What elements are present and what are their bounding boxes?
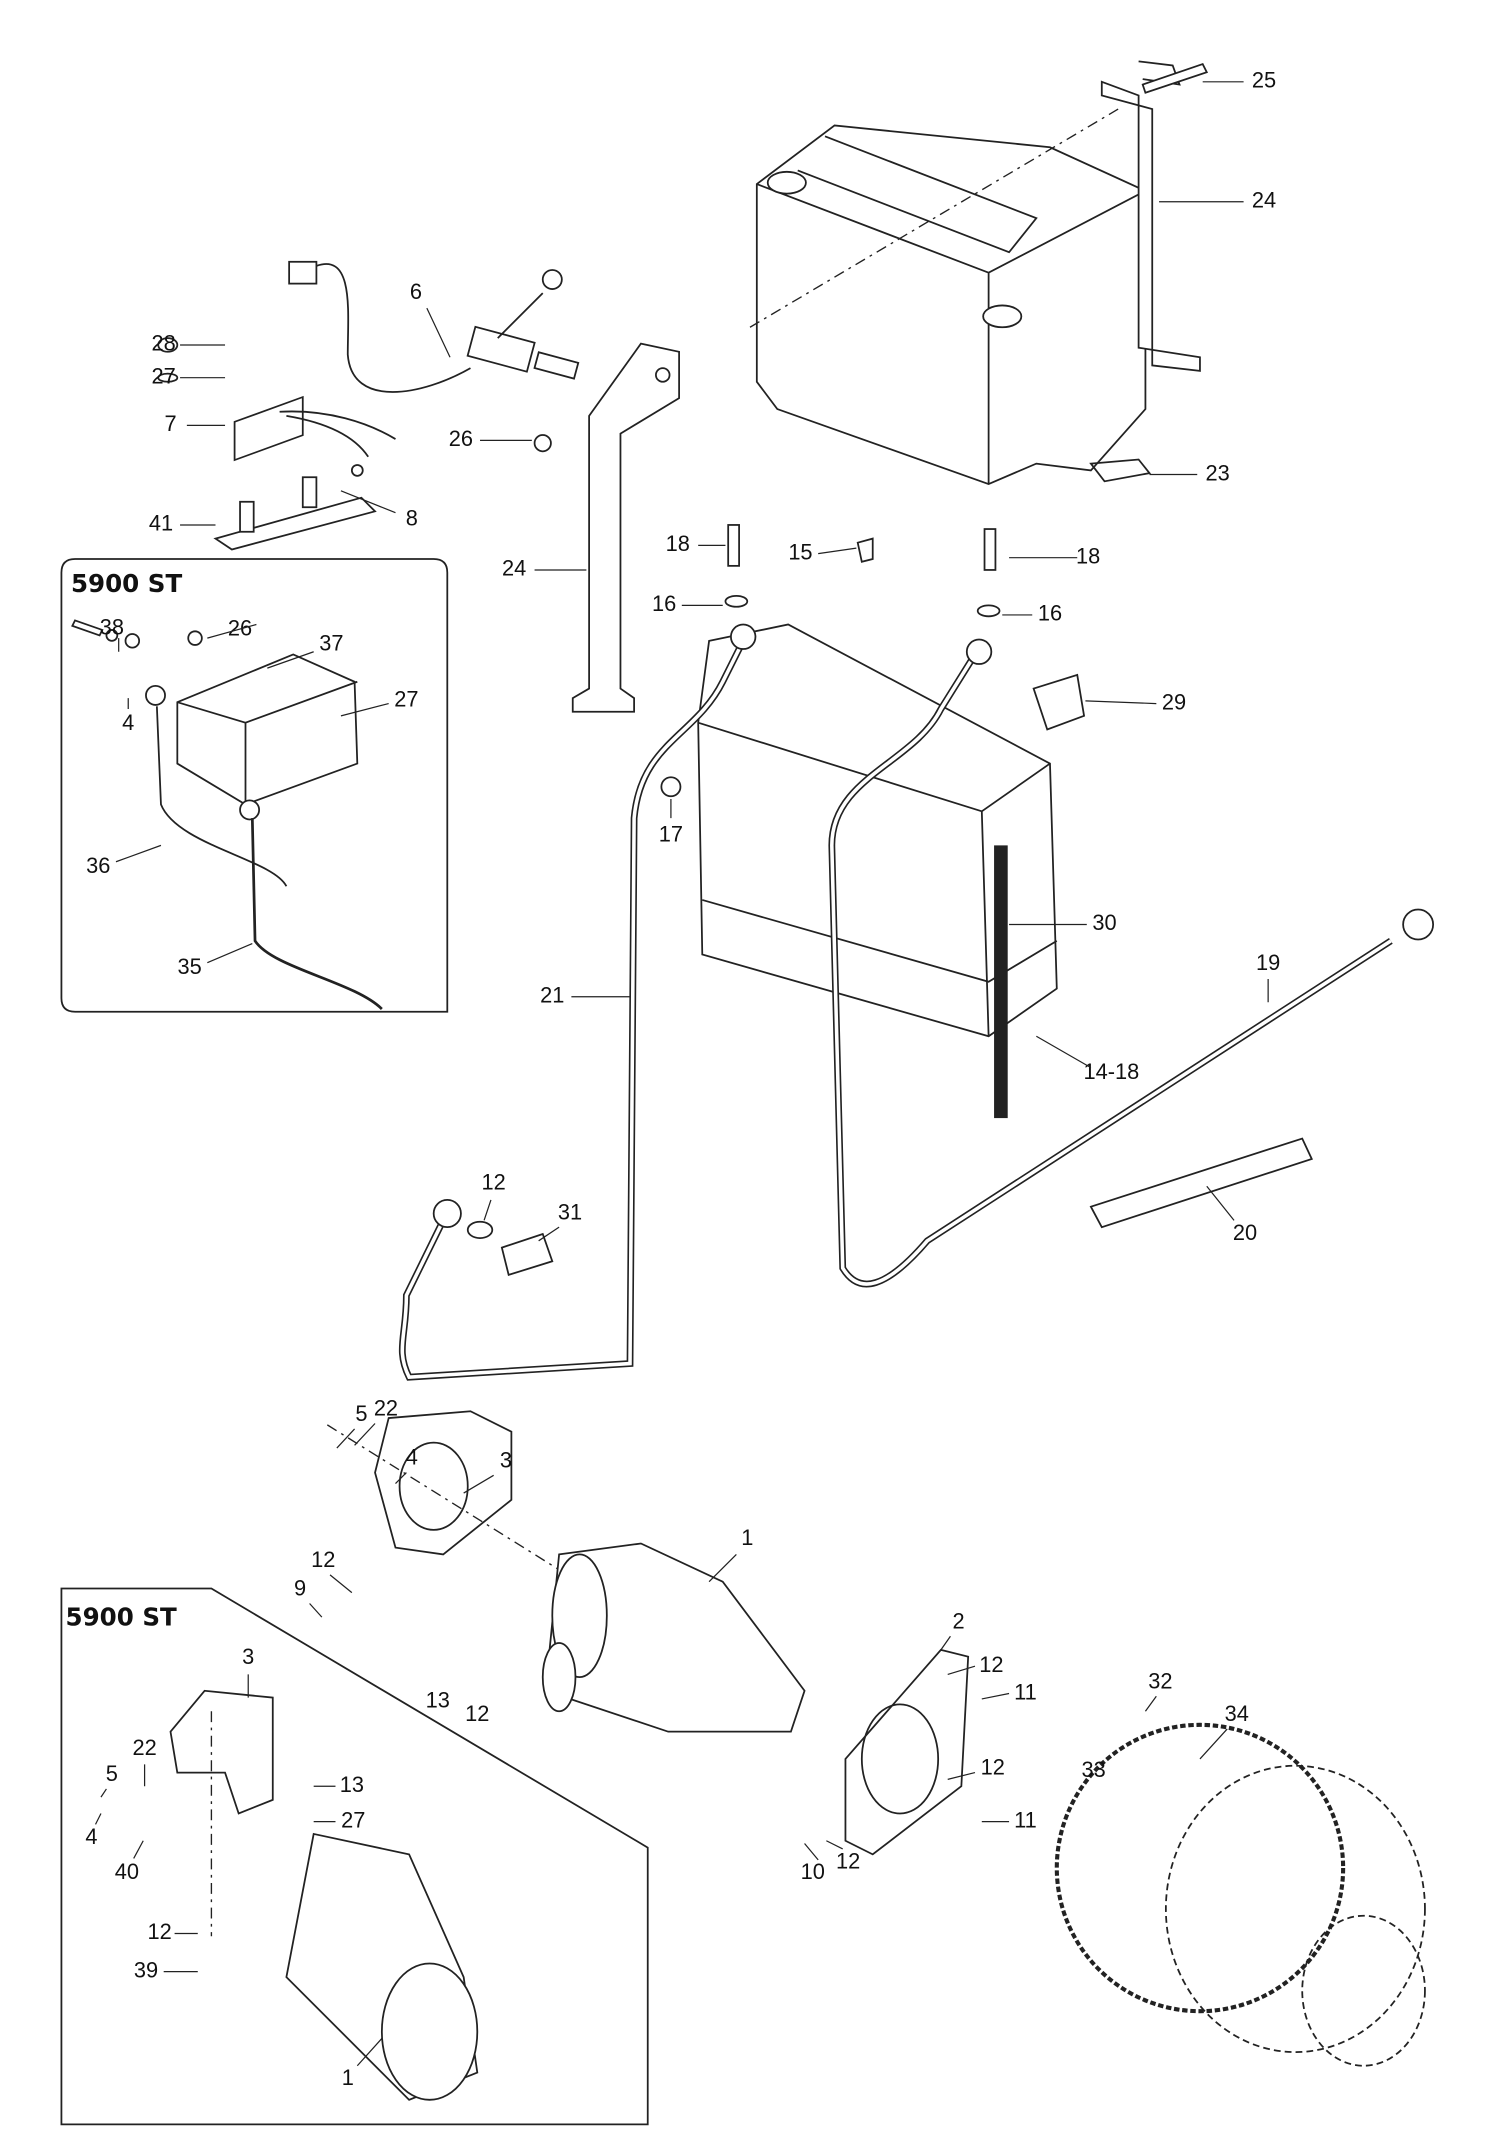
washer-16b bbox=[976, 604, 1001, 618]
callout: 4 bbox=[85, 1824, 97, 1849]
callout: 18 bbox=[666, 531, 690, 556]
callout: 24 bbox=[1252, 188, 1276, 213]
callout: 27 bbox=[394, 687, 418, 712]
callout: 37 bbox=[319, 631, 343, 656]
callout: 2 bbox=[953, 1608, 965, 1633]
callout: 41 bbox=[149, 511, 173, 536]
callout: 3 bbox=[500, 1447, 512, 1472]
callout: 27 bbox=[152, 363, 176, 388]
callout: 12 bbox=[147, 1919, 171, 1944]
callout: 30 bbox=[1092, 910, 1116, 935]
callout: 8 bbox=[406, 505, 418, 530]
callout: 17 bbox=[659, 822, 683, 847]
callout: 33 bbox=[1081, 1757, 1105, 1782]
callout: 28 bbox=[152, 331, 176, 356]
callout: 4 bbox=[122, 710, 134, 735]
screw-25 bbox=[1141, 62, 1209, 94]
inset-box-starter bbox=[60, 1587, 649, 2126]
vent-15 bbox=[856, 537, 874, 563]
terminal-cover-29 bbox=[1032, 673, 1086, 731]
callout: 7 bbox=[164, 411, 176, 436]
callout: 14-18 bbox=[1083, 1059, 1139, 1084]
callout: 12 bbox=[482, 1169, 506, 1194]
leader-lines bbox=[94, 81, 1269, 2067]
callout: 22 bbox=[374, 1396, 398, 1421]
regulator bbox=[157, 337, 396, 551]
callout: 12 bbox=[979, 1652, 1003, 1677]
callout: 39 bbox=[134, 1957, 158, 1982]
callout: 36 bbox=[86, 853, 110, 878]
cable-21 bbox=[398, 623, 757, 1381]
sleeve-20 bbox=[1089, 1137, 1313, 1229]
bracket-left bbox=[571, 342, 680, 713]
starter-5900st bbox=[169, 1689, 479, 2101]
washer-12 bbox=[466, 1220, 494, 1239]
callout: 16 bbox=[652, 591, 676, 616]
callout: 20 bbox=[1233, 1220, 1257, 1245]
callout: 38 bbox=[100, 614, 124, 639]
callout: 40 bbox=[115, 1859, 139, 1884]
callout: 26 bbox=[449, 426, 473, 451]
callout: 25 bbox=[1252, 68, 1276, 93]
bolt-31 bbox=[500, 1232, 554, 1277]
callout: 6 bbox=[410, 279, 422, 304]
callout: 3 bbox=[242, 1644, 254, 1669]
callout: 12 bbox=[981, 1754, 1005, 1779]
nut-17 bbox=[660, 776, 682, 798]
callout: 23 bbox=[1206, 460, 1230, 485]
nut-26 bbox=[533, 434, 552, 453]
callout: 11 bbox=[1014, 1679, 1037, 1704]
washer-16 bbox=[724, 594, 749, 608]
callout: 24 bbox=[502, 556, 526, 581]
screw-18b bbox=[983, 528, 997, 571]
cable-30 bbox=[828, 638, 1435, 1288]
callout: 35 bbox=[177, 954, 201, 979]
callout: 13 bbox=[426, 1687, 450, 1712]
callout: 5 bbox=[355, 1401, 367, 1426]
inset-title: 5900 ST bbox=[71, 569, 182, 598]
callout: 16 bbox=[1038, 601, 1062, 626]
callout: 15 bbox=[788, 539, 812, 564]
callout: 10 bbox=[801, 1859, 825, 1884]
callout: 18 bbox=[1076, 543, 1100, 568]
inset-title: 5900 ST bbox=[66, 1602, 177, 1631]
callout: 21 bbox=[540, 982, 564, 1007]
screw-18 bbox=[727, 524, 740, 567]
callout: 5 bbox=[106, 1761, 118, 1786]
starter-1 bbox=[541, 1542, 806, 1733]
callout: 34 bbox=[1225, 1701, 1249, 1726]
callout: 29 bbox=[1162, 689, 1186, 714]
inset-box-regulator bbox=[60, 558, 449, 1013]
callout: 22 bbox=[132, 1735, 156, 1760]
callout: 31 bbox=[558, 1199, 582, 1224]
callout: 26 bbox=[228, 616, 252, 641]
callout: 13 bbox=[340, 1772, 364, 1797]
battery bbox=[697, 623, 1058, 1119]
callout-labels: 25 24 6 28 27 7 26 8 41 23 18 15 18 16 1… bbox=[85, 68, 1280, 2091]
callout: 9 bbox=[294, 1576, 306, 1601]
callout: 11 bbox=[1014, 1807, 1037, 1832]
battery-cover bbox=[755, 124, 1152, 486]
adapter-plate-2 bbox=[844, 1648, 970, 1856]
callout: 12 bbox=[465, 1701, 489, 1726]
callout: 12 bbox=[311, 1547, 335, 1572]
callout: 32 bbox=[1148, 1668, 1172, 1693]
callout: 12 bbox=[836, 1848, 860, 1873]
regulator-5900st bbox=[71, 619, 383, 1010]
callout: 4 bbox=[406, 1445, 418, 1470]
callout: 27 bbox=[341, 1807, 365, 1832]
callout: 1 bbox=[741, 1525, 753, 1550]
callout: 1 bbox=[342, 2065, 354, 2090]
callout: 19 bbox=[1256, 950, 1280, 975]
flywheel-34 bbox=[1054, 1722, 1426, 2067]
wiring-harness bbox=[288, 260, 580, 393]
